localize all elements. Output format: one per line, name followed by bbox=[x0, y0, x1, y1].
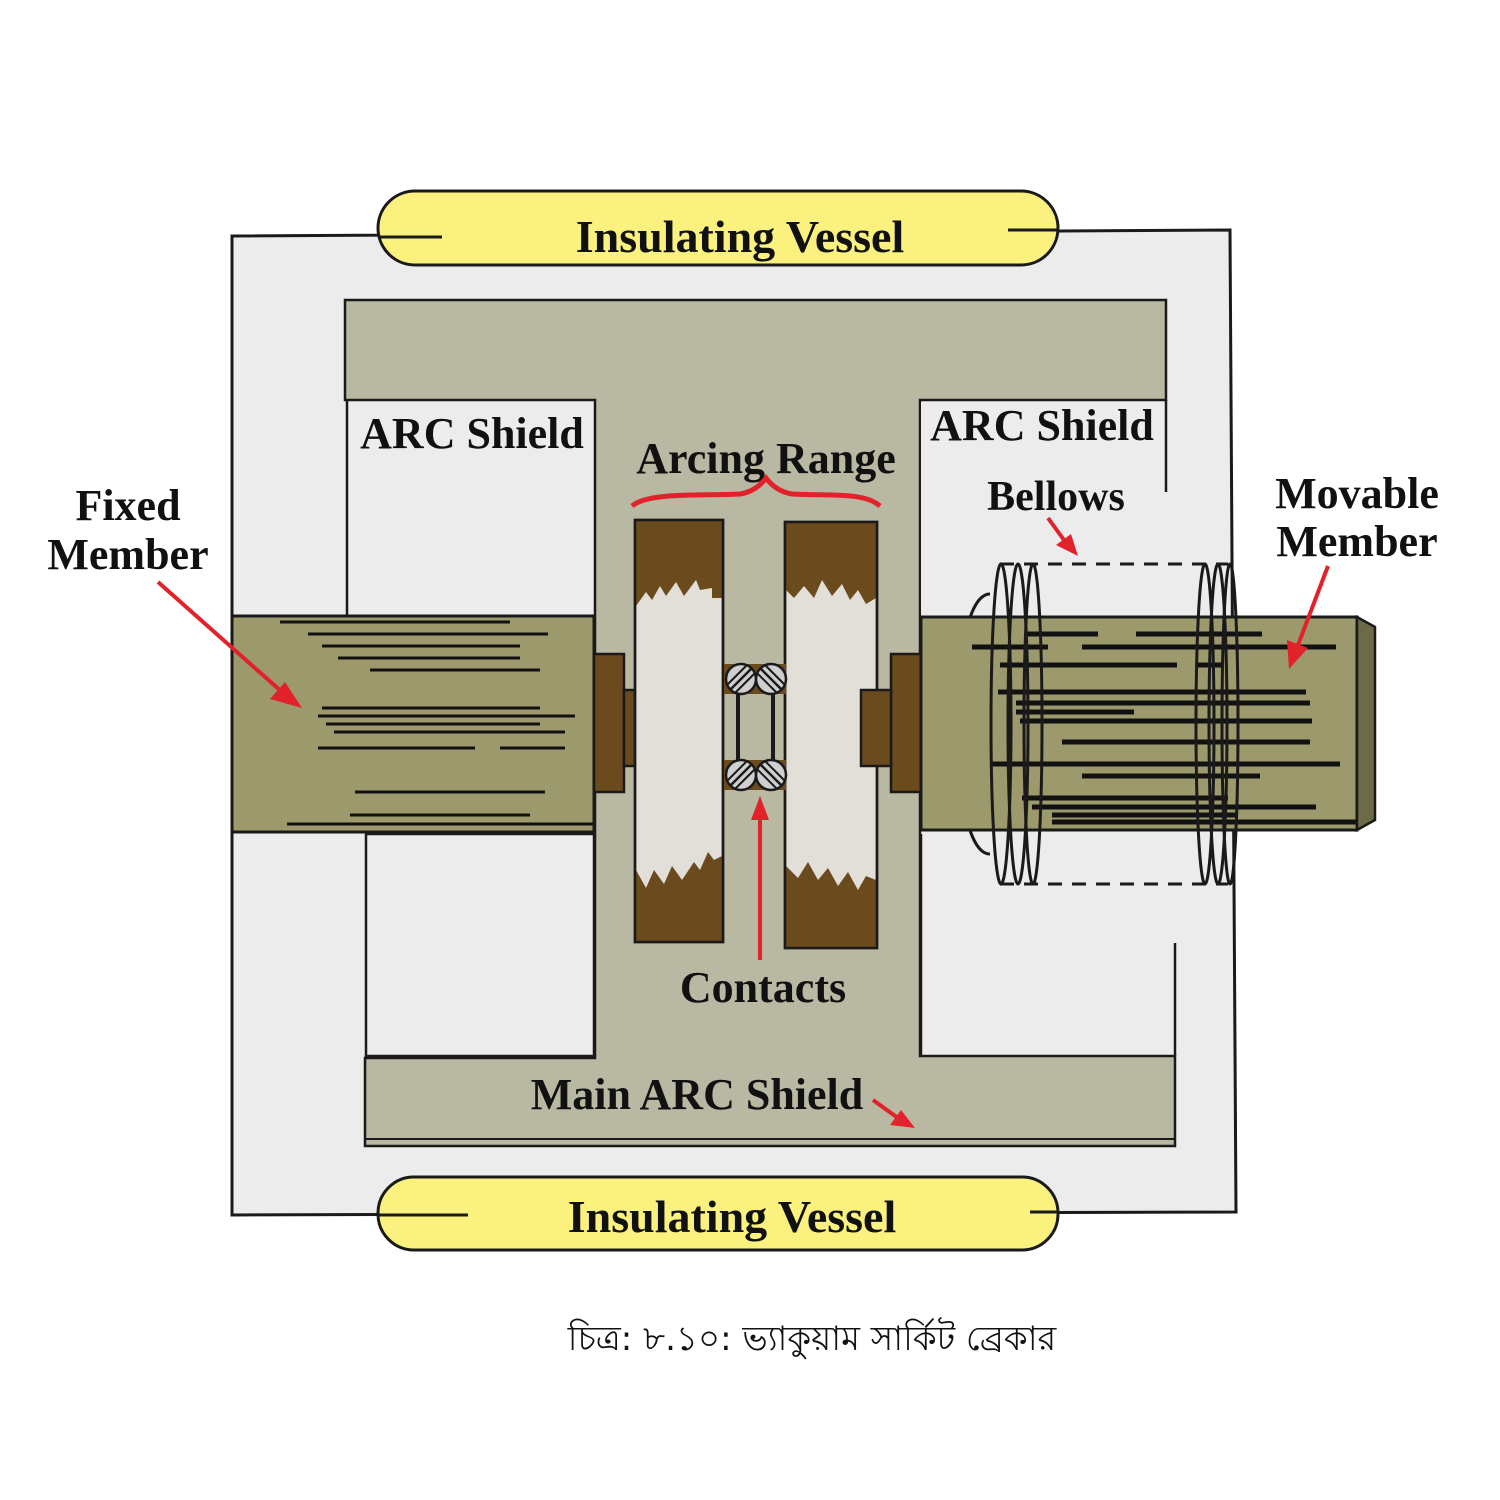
arc-shield-right-lower bbox=[921, 834, 1173, 1054]
contacts-assembly bbox=[724, 662, 788, 792]
insulating-vessel-label-top: Insulating Vessel bbox=[576, 211, 905, 262]
movable-member-label-line2: Member bbox=[1276, 517, 1437, 566]
figure-caption: চিত্র: ৮.১০: ভ্যাকুয়াম সার্কিট ব্রেকার bbox=[567, 1317, 1058, 1359]
fixed-coupler-outer bbox=[592, 652, 626, 794]
arc-shield-right bbox=[921, 402, 1164, 616]
movable-member-tip bbox=[1355, 614, 1377, 833]
fixed-member-label-line2: Member bbox=[47, 530, 208, 579]
arcing-range-brace bbox=[630, 473, 882, 509]
arc-shield-left-lower bbox=[364, 832, 596, 1058]
contact-tip-upper-right bbox=[754, 662, 788, 696]
arc-shield-left bbox=[347, 402, 593, 616]
bellows-label: Bellows bbox=[987, 474, 1125, 520]
arc-shield-label-right: ARC Shield bbox=[930, 401, 1154, 450]
main-arc-shield-arrow bbox=[871, 1098, 915, 1128]
contact-tip-lower-right bbox=[754, 758, 788, 792]
contact-tip-upper-left bbox=[724, 662, 758, 696]
contact-tip-lower-left bbox=[724, 758, 758, 792]
insulating-vessel-band-top: Insulating Vessel bbox=[376, 189, 1060, 267]
contacts-label: Contacts bbox=[680, 963, 846, 1012]
movable-coupler-outer bbox=[889, 652, 923, 794]
insulating-vessel-label-bottom: Insulating Vessel bbox=[568, 1191, 897, 1242]
main-arc-shield-label: Main ARC Shield bbox=[531, 1070, 864, 1119]
movable-coupler-inner bbox=[859, 688, 893, 768]
bellows-coils bbox=[989, 562, 1240, 886]
fixed-member-hatching bbox=[280, 620, 593, 826]
insulating-vessel-band-bottom: Insulating Vessel bbox=[376, 1175, 1060, 1252]
arc-shield-label-left: ARC Shield bbox=[360, 409, 584, 458]
movable-member-label-line1: Movable bbox=[1275, 469, 1439, 518]
fixed-member-arrow bbox=[156, 580, 302, 708]
contacts-arrow bbox=[751, 796, 769, 960]
bellows-arrow bbox=[1046, 516, 1078, 556]
contact-plate-left bbox=[633, 518, 725, 944]
fixed-member-label-line1: Fixed bbox=[75, 481, 180, 530]
movable-member-arrow bbox=[1287, 565, 1330, 669]
